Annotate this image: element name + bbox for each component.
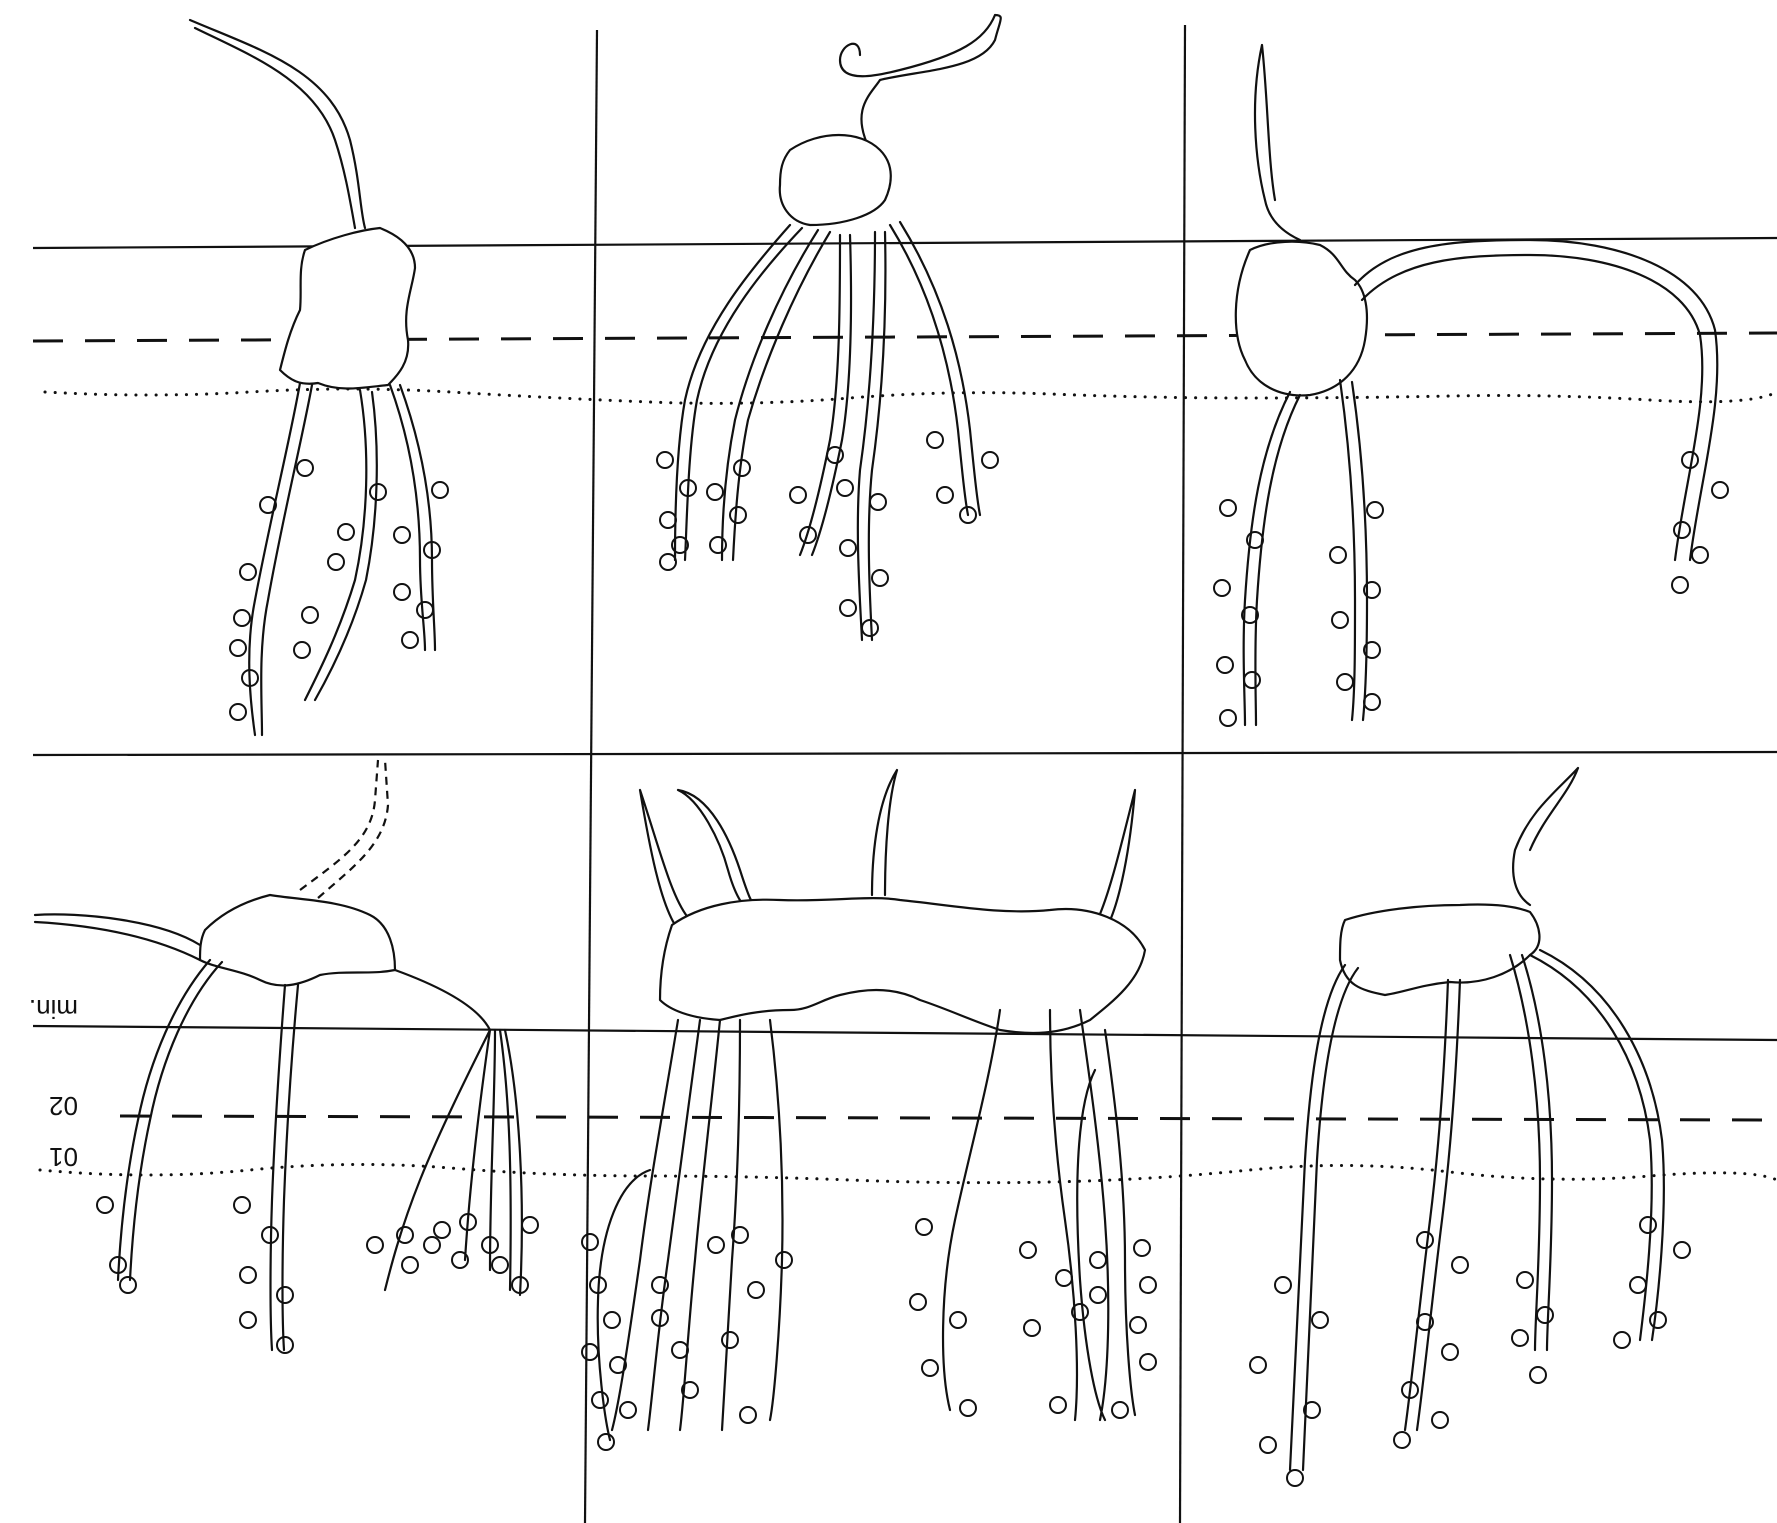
panel-5-root-group-right bbox=[943, 1010, 1135, 1420]
panel-6-upper-stalk bbox=[1513, 768, 1578, 905]
panel-5-cell-body bbox=[660, 898, 1145, 1033]
label-level-01: 01 bbox=[49, 1142, 78, 1172]
dashed-level-bottom bbox=[120, 1116, 1777, 1120]
dashed-levels bbox=[33, 333, 1777, 1120]
label-level-02: 02 bbox=[49, 1091, 78, 1121]
panel-1-upper-stalk bbox=[190, 20, 365, 228]
panel-4 bbox=[35, 760, 538, 1353]
panel-1-cell-body bbox=[280, 228, 415, 389]
panel-6-root-3 bbox=[1510, 955, 1552, 1350]
panel-5 bbox=[582, 770, 1156, 1450]
panel-1 bbox=[190, 20, 448, 735]
panel-6-loops bbox=[1250, 1217, 1690, 1486]
divider-vertical-left bbox=[585, 30, 597, 1523]
panel-5-stalk-4 bbox=[1095, 790, 1135, 925]
dotted-level-top bbox=[45, 389, 1777, 403]
panel-6 bbox=[1250, 768, 1690, 1486]
panel-4-left-arm bbox=[35, 914, 200, 960]
panel-6-root-2 bbox=[1405, 980, 1460, 1430]
panel-4-dashed-stalk bbox=[300, 760, 388, 898]
panel-1-root-2 bbox=[305, 390, 377, 700]
panel-6-cell-body bbox=[1340, 905, 1539, 995]
panel-6-root-1 bbox=[1290, 965, 1358, 1470]
label-01-group: 01 bbox=[49, 1142, 78, 1172]
divider-vertical-right bbox=[1180, 25, 1185, 1523]
panel-3-upper-stalk bbox=[1255, 45, 1300, 240]
panel-3-cell-body bbox=[1236, 242, 1367, 396]
panel-2-root-1 bbox=[675, 225, 802, 560]
panel-3-loops bbox=[1214, 452, 1728, 726]
dotted-levels bbox=[40, 389, 1777, 1183]
panel-1-root-1 bbox=[249, 383, 312, 735]
panel-2-loops bbox=[657, 432, 998, 636]
panel-2-root-5 bbox=[890, 222, 980, 515]
label-min-group: min. bbox=[29, 994, 78, 1024]
panel-1-root-3 bbox=[390, 385, 435, 650]
panel-2-cell-body bbox=[780, 135, 891, 225]
panel-2-upper-stalk bbox=[840, 15, 1001, 150]
panel-4-root-fan bbox=[385, 970, 522, 1295]
panel-5-stalk-1 bbox=[640, 790, 690, 925]
divider-horizontal-middle bbox=[33, 752, 1777, 755]
panel-5-root-group-left bbox=[612, 1020, 783, 1430]
panel-4-loops bbox=[97, 1197, 538, 1353]
panel-3-root-1 bbox=[1244, 392, 1300, 725]
panel-5-root-curl bbox=[598, 1170, 650, 1440]
panel-4-root-1 bbox=[118, 960, 222, 1280]
panel-3-arch bbox=[1355, 240, 1717, 560]
panel-3 bbox=[1214, 45, 1728, 726]
dotted-level-bottom bbox=[40, 1164, 1777, 1182]
panel-4-cell-body bbox=[200, 895, 395, 985]
label-02-group: 02 bbox=[49, 1091, 78, 1121]
panel-1-loops bbox=[230, 460, 448, 720]
panel-2 bbox=[657, 15, 1001, 640]
panel-2-root-3 bbox=[800, 235, 851, 555]
label-min: min. bbox=[29, 994, 78, 1024]
panel-5-stalk-3 bbox=[872, 770, 897, 895]
panel-5-stalk-2 bbox=[678, 790, 758, 910]
